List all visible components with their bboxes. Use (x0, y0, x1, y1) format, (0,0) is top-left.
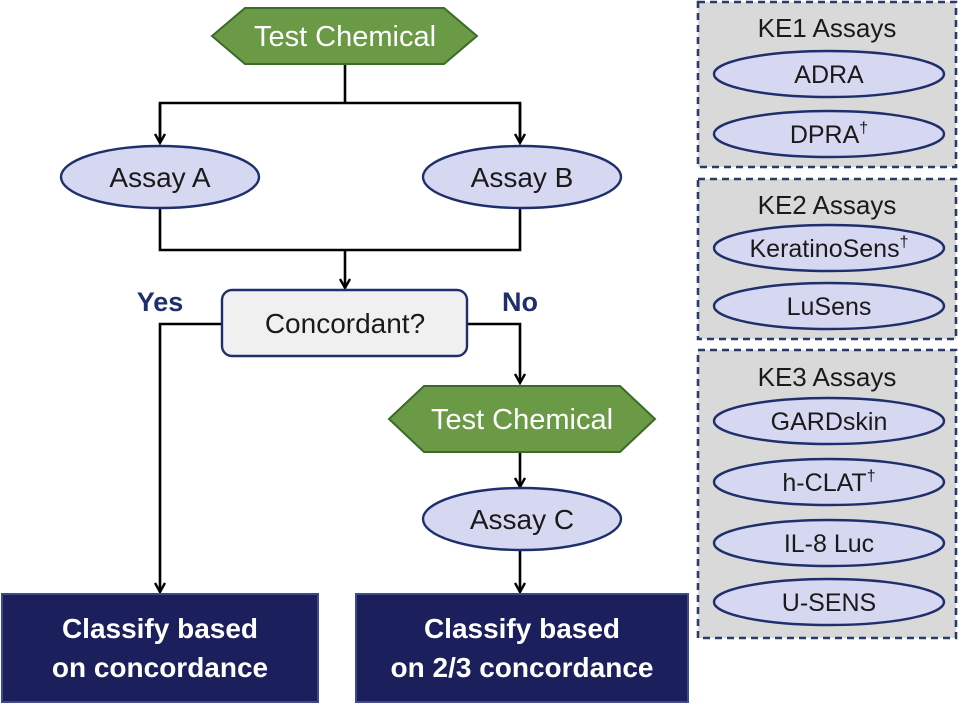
assay-c-node: Assay C (421, 486, 623, 552)
start-hexagon (210, 7, 479, 65)
assay-name: IL-8 Luc (784, 530, 874, 558)
ke1-assay-adra-ellipse (712, 49, 946, 99)
second-test-label: Test Chemical (431, 404, 613, 436)
result-left-box (1, 593, 319, 703)
ke3-assay-usens-ellipse (712, 577, 946, 627)
decision-node: Concordant? (220, 288, 469, 358)
ke3-assay-gardskin: GARDskin (771, 408, 888, 436)
ke3-assay-usens: U-SENS (782, 589, 876, 617)
arrow-yes-path (160, 322, 222, 592)
start-node: Test Chemical (210, 7, 479, 65)
connector-merge (158, 205, 522, 252)
result-right-box (355, 593, 689, 703)
ke2-assay-lusens: LuSens (787, 293, 872, 321)
ke1-assay-dpra: DPRA† (790, 120, 868, 149)
ke3-assay-gardskin-ellipse (712, 396, 946, 446)
yes-label: Yes (137, 287, 184, 317)
ke1-assay-adra: ADRA (794, 61, 864, 89)
ke3-assay-hclat: h-CLAT† (782, 468, 875, 497)
assay-a-node: Assay A (59, 144, 261, 210)
second-test-node: Test Chemical (387, 385, 657, 453)
ke1-panel: KE1 Assays ADRA DPRA† (696, 0, 958, 169)
ke3-panel: KE3 Assays GARDskin h-CLAT† IL-8 Luc U-S… (696, 348, 958, 640)
dagger-mark: † (867, 468, 876, 485)
ke3-assay-il8luc-ellipse (712, 518, 946, 568)
assay-name: ADRA (794, 61, 864, 89)
assay-a-label: Assay A (109, 162, 210, 193)
dagger-mark: † (859, 120, 868, 137)
assay-name: GARDskin (771, 408, 888, 436)
connector-split (158, 101, 522, 143)
arrow-no-path (467, 322, 520, 383)
dagger-mark: † (900, 234, 909, 251)
ke2-title: KE2 Assays (758, 190, 897, 220)
no-label: No (502, 287, 538, 317)
assay-b-label: Assay B (471, 162, 574, 193)
result-right-node: Classify based on 2/3 concordance (355, 593, 689, 703)
ke2-panel: KE2 Assays KeratinoSens† LuSens (696, 177, 958, 341)
assay-name: h-CLAT (782, 469, 866, 497)
result-left-line-2: on concordance (52, 652, 268, 683)
ke1-assay-dpra-ellipse (712, 109, 946, 159)
assay-b-node: Assay B (421, 144, 623, 210)
ke2-assay-lusens-ellipse (712, 281, 946, 331)
ke1-title: KE1 Assays (758, 13, 897, 43)
assay-b-ellipse (421, 144, 623, 210)
assay-c-label: Assay C (470, 504, 574, 535)
result-right-line-1: Classify based (424, 613, 620, 644)
ke2-assay-keratinosens: KeratinoSens† (749, 234, 908, 263)
ke3-assay-hclat-ellipse (712, 457, 946, 507)
assay-name: LuSens (787, 293, 872, 321)
connectors (160, 60, 520, 592)
start-label: Test Chemical (254, 21, 436, 53)
ke3-title: KE3 Assays (758, 362, 897, 392)
ke3-assay-il8luc: IL-8 Luc (784, 530, 874, 558)
decision-label: Concordant? (265, 308, 425, 339)
assay-c-ellipse (421, 486, 623, 552)
decision-box (220, 288, 469, 358)
assay-name: DPRA (790, 121, 860, 149)
ke2-assay-keratinosens-ellipse (712, 223, 946, 273)
second-test-hexagon (387, 385, 657, 453)
result-left-node: Classify based on concordance (1, 593, 319, 703)
result-right-line-2: on 2/3 concordance (391, 652, 654, 683)
assay-name: KeratinoSens (749, 235, 899, 263)
assay-name: U-SENS (782, 589, 876, 617)
assay-a-ellipse (59, 144, 261, 210)
result-left-line-1: Classify based (62, 613, 258, 644)
